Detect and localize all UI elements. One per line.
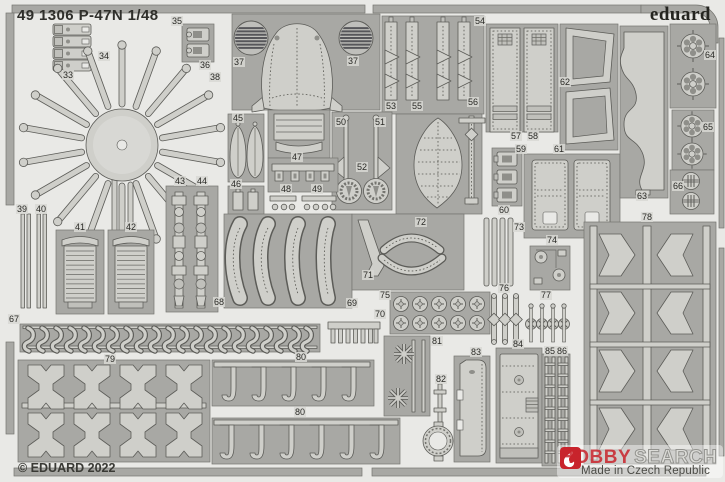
- made-in-text: Made in Czech Republic: [581, 465, 711, 477]
- mesh-grille-right: [339, 21, 373, 55]
- copyright-text: © EDUARD 2022: [18, 461, 116, 475]
- panel-69-straps: [223, 213, 353, 309]
- panel-71-72: [351, 213, 465, 291]
- panel-47-48-49: [267, 157, 339, 211]
- parts-73-strips: [483, 217, 514, 287]
- parts-76: [487, 293, 523, 345]
- panel-62: [559, 23, 619, 151]
- panel-83: [453, 355, 491, 463]
- parts-77: [525, 303, 570, 343]
- panel-75-wheels: [389, 291, 491, 335]
- panel-79: [17, 359, 211, 463]
- panel-46: [227, 185, 265, 217]
- fret-frame: [5, 4, 725, 477]
- fin-part: [413, 117, 463, 209]
- panel-80-top: [211, 359, 375, 407]
- panel-65: [671, 109, 715, 171]
- part-82-ring: [422, 383, 454, 462]
- part-70-comb: [327, 321, 381, 344]
- panel-35-36: [181, 23, 215, 63]
- panel-50-51-52: [331, 111, 393, 211]
- panel-74: [529, 245, 571, 291]
- hobbysearch-watermark: HOBBY SEARCH: [560, 447, 717, 469]
- panel-80-bottom: [211, 417, 401, 465]
- panel-78-chevrons: [583, 221, 717, 465]
- eduard-logo: eduard: [649, 4, 711, 25]
- panel-belts-43-44-68: [165, 185, 219, 313]
- panel-cowling-37-38: [231, 13, 381, 159]
- mesh-grille-left: [234, 21, 268, 55]
- panel-66: [669, 169, 715, 215]
- strip-67-scalloped: [19, 323, 321, 352]
- strip-59-60-clips: [491, 147, 523, 207]
- panel-fin-mast: [395, 113, 486, 215]
- hobbysearch-logo-icon: [560, 447, 581, 469]
- watermark-background: [557, 445, 723, 478]
- parts-39-40-strips: [20, 213, 47, 309]
- panel-belts-53-54-55: [381, 15, 485, 115]
- catalog-title: 49 1306 P-47N 1/48: [17, 7, 159, 24]
- panel-64: [669, 23, 717, 109]
- panel-81: [383, 335, 431, 417]
- panel-45: [227, 113, 265, 183]
- part-71: [357, 219, 385, 277]
- watermark-word-hobby: HOBBY: [560, 447, 632, 468]
- watermark-word-search: SEARCH: [634, 447, 718, 469]
- panel-57-58: [485, 23, 559, 133]
- panel-63: [619, 25, 669, 199]
- panel-41: [55, 229, 105, 315]
- panel-84: [495, 347, 543, 464]
- panel-42: [107, 229, 155, 315]
